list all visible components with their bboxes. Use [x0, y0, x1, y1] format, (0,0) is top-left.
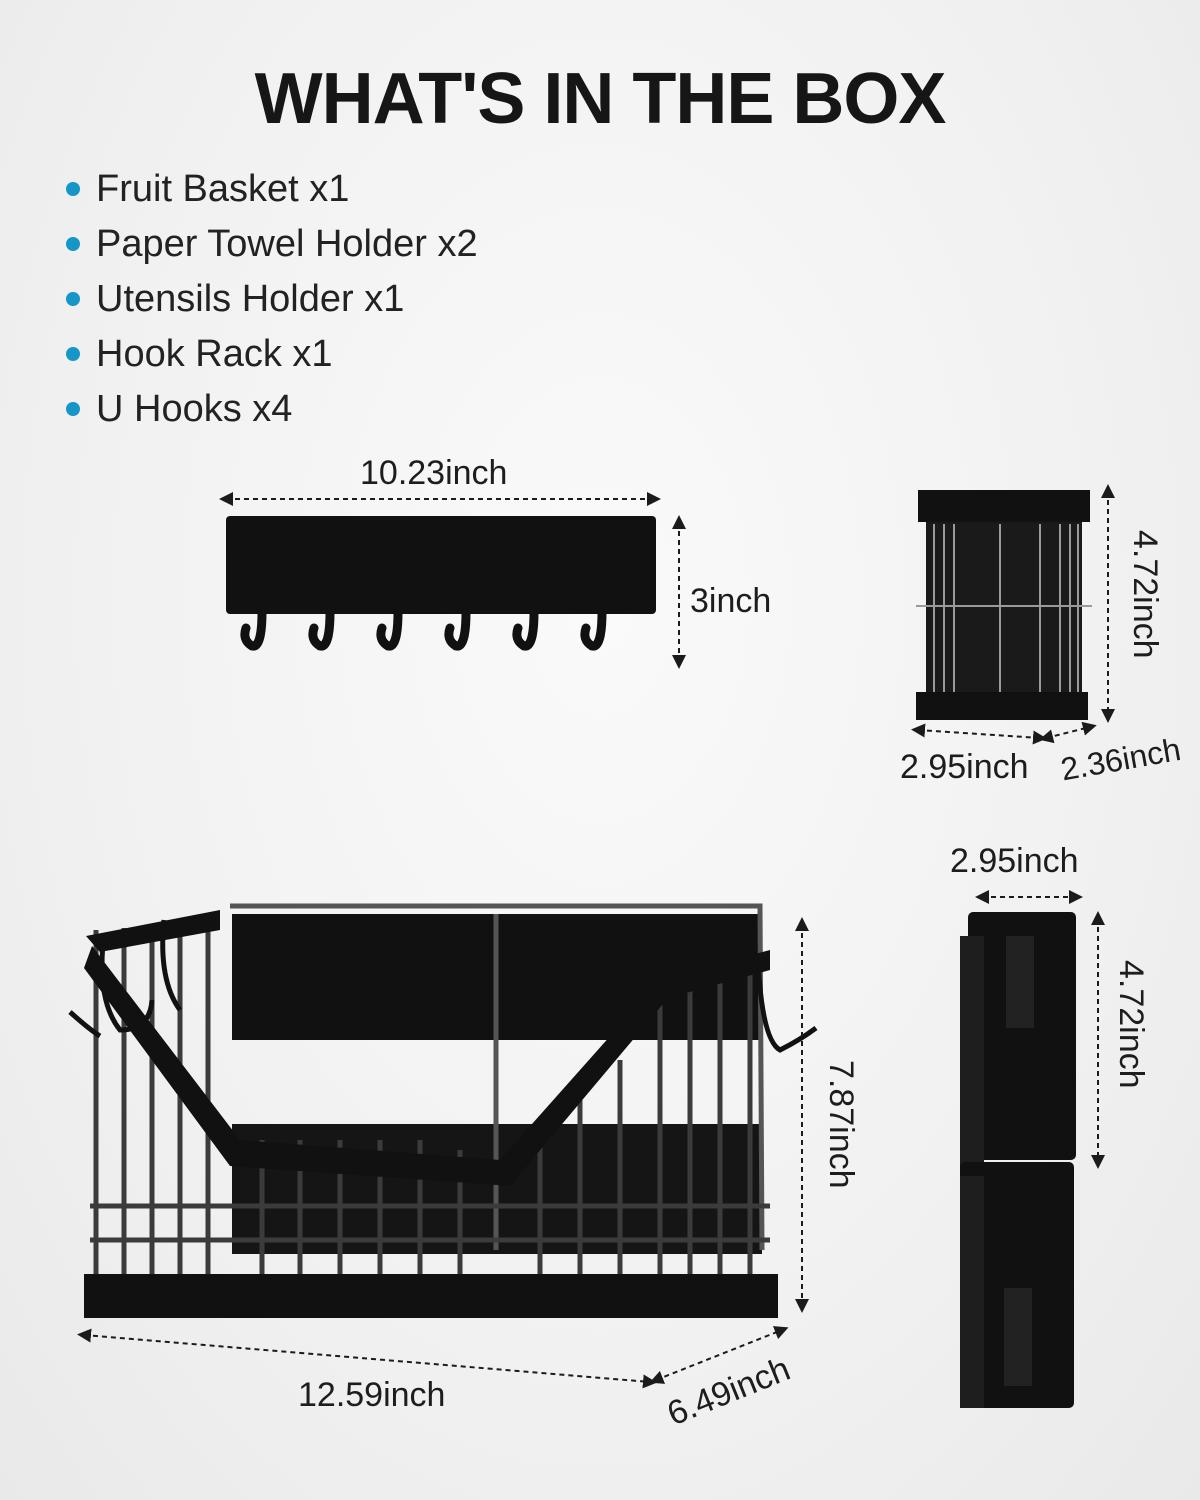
- basket-height-label: 7.87inch: [822, 1060, 860, 1189]
- bullet-icon: [66, 347, 80, 361]
- towel-width-label: 2.95inch: [950, 842, 1079, 880]
- hook-rack-height-label: 3inch: [690, 582, 772, 620]
- utensils-depth-arrow: [1039, 721, 1097, 744]
- fruit-basket-image: [68, 903, 818, 1318]
- utensils-width-label: 2.95inch: [900, 748, 1029, 786]
- bullet-icon: [66, 182, 80, 196]
- page-title: WHAT'S IN THE BOX: [254, 59, 947, 139]
- utensils-holder-image: [916, 490, 1092, 720]
- bullet-icon: [66, 237, 80, 251]
- list-item: Fruit Basket x1: [62, 165, 478, 220]
- list-item: Hook Rack x1: [62, 330, 478, 385]
- bullet-icon: [66, 402, 80, 416]
- list-item: U Hooks x4: [62, 385, 478, 440]
- basket-width-arrow: [77, 1328, 657, 1389]
- item-label: Fruit Basket x1: [96, 168, 350, 210]
- hook-rack-image: [226, 516, 656, 651]
- bullet-icon: [66, 292, 80, 306]
- list-item: Paper Towel Holder x2: [62, 220, 478, 275]
- utensils-height-label: 4.72inch: [1126, 530, 1164, 659]
- basket-depth-arrow: [649, 1326, 789, 1384]
- utensils-width-arrow: [911, 723, 1047, 745]
- basket-width-label: 12.59inch: [298, 1376, 446, 1414]
- box-contents-list: Fruit Basket x1 Paper Towel Holder x2 Ut…: [62, 165, 478, 440]
- paper-towel-holder-image: [960, 912, 1076, 1408]
- item-label: Utensils Holder x1: [96, 278, 405, 320]
- item-label: Hook Rack x1: [96, 333, 333, 375]
- list-item: Utensils Holder x1: [62, 275, 478, 330]
- towel-height-label: 4.72inch: [1112, 960, 1150, 1089]
- hook-rack-width-label: 10.23inch: [360, 454, 508, 492]
- item-label: Paper Towel Holder x2: [96, 223, 478, 265]
- item-label: U Hooks x4: [96, 388, 293, 430]
